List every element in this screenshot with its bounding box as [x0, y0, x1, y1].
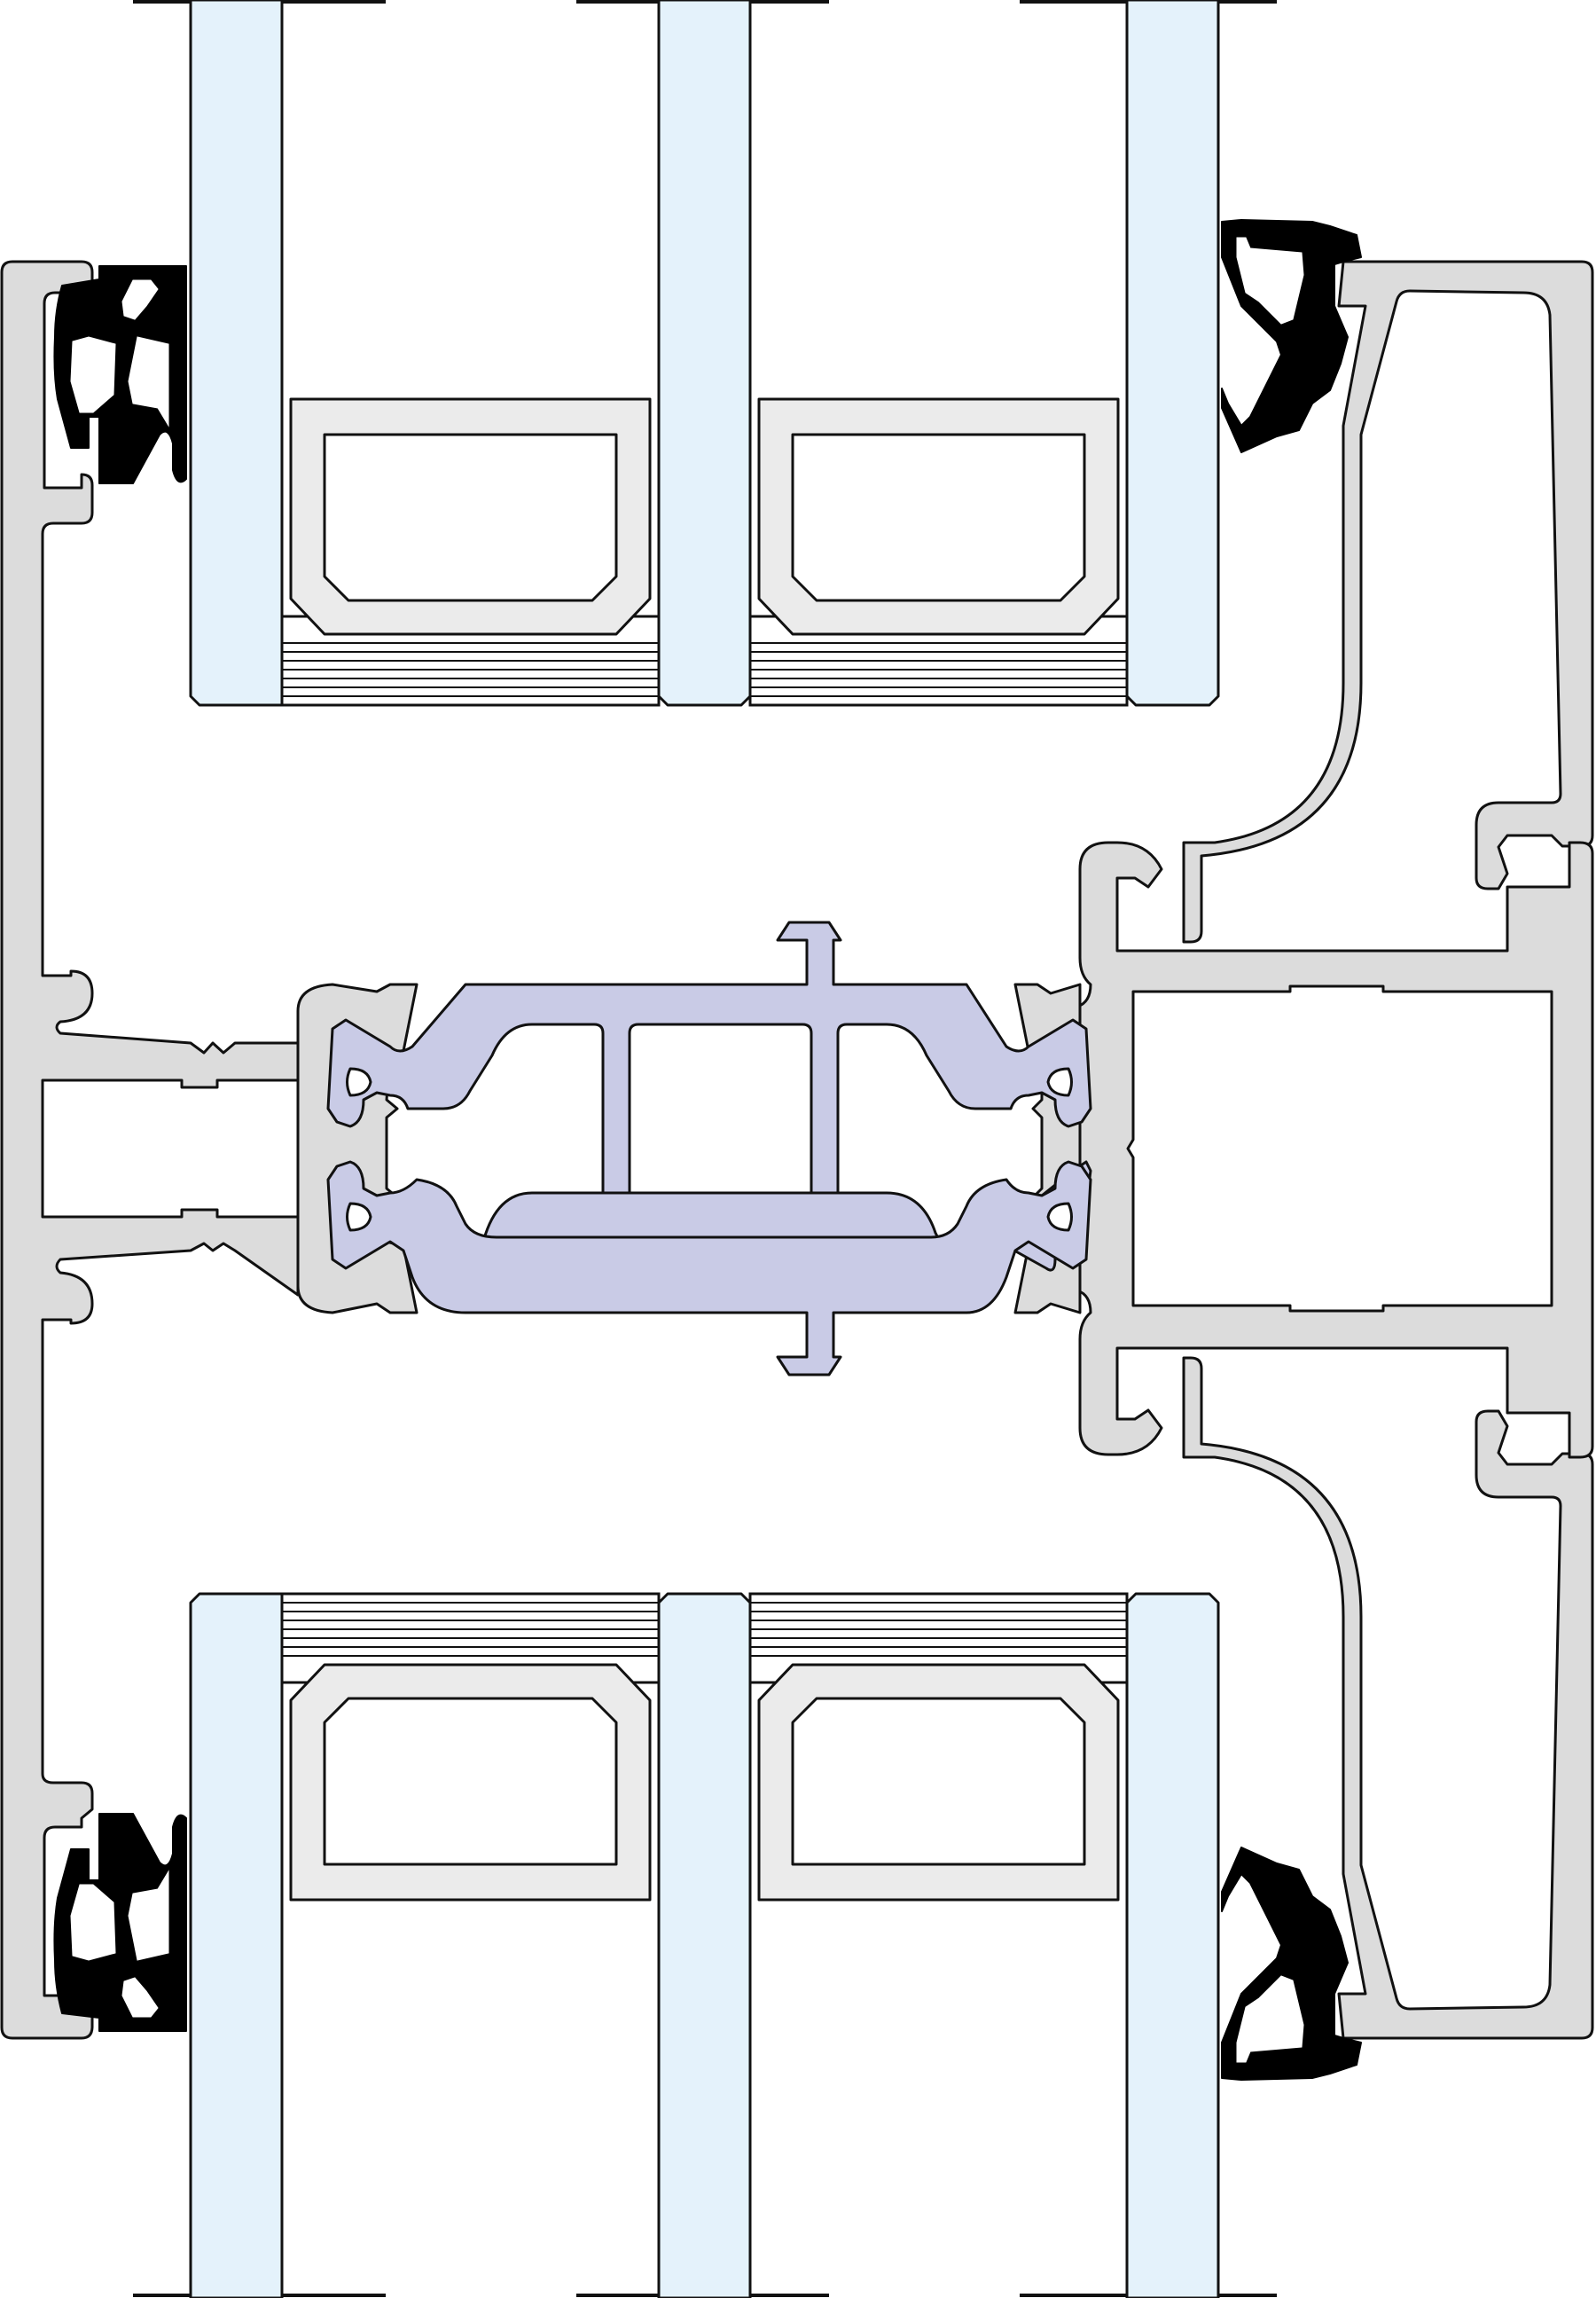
glass-pane-top-1: [189, 0, 284, 707]
right-gaskets: [1221, 219, 1362, 2081]
right-frame-chamber: [1126, 984, 1553, 1313]
right-sash-profiles: [1013, 260, 1594, 2040]
glass-pane-top-2: [657, 0, 752, 707]
clip-hole-right-bottom: [1046, 1202, 1073, 1232]
thermal-break-profile: [326, 921, 1092, 1243]
gasket-top-left: [53, 265, 187, 484]
clip-hole-left-bottom: [346, 1202, 372, 1232]
desiccant-top-left: [323, 433, 618, 602]
desiccant-bottom-right: [791, 1697, 1086, 1866]
gasket-bottom-left: [53, 1813, 187, 2032]
thermal-break: [326, 921, 1092, 1376]
glass-pane-bottom-3: [1125, 1592, 1220, 2298]
clip-hole-right-top: [1046, 1067, 1073, 1097]
seal-lines-bottom-right: [750, 1602, 1127, 1657]
seal-lines-bottom-left: [282, 1602, 659, 1657]
desiccant-top-right: [791, 433, 1086, 602]
left-gaskets: [53, 265, 187, 2032]
clip-hole-left-top: [346, 1067, 372, 1097]
desiccant-bottom-left: [323, 1697, 618, 1866]
glass-pane-bottom-2: [657, 1592, 752, 2298]
spacer-bars-bottom: [280, 1592, 1129, 1902]
glass-pane-top-3: [1125, 0, 1220, 707]
sash-profile-bottom: [1182, 1356, 1594, 2040]
glass-pane-bottom-1: [189, 1592, 284, 2298]
seal-lines-top-left: [282, 642, 659, 697]
thermal-break-profile-lower: [326, 1160, 1092, 1376]
glass-panes: [189, 0, 1220, 2298]
left-frame-chamber: [41, 1078, 300, 1219]
seal-lines-top-right: [750, 642, 1127, 697]
spacer-bars-top: [280, 397, 1129, 707]
sash-profile-top: [1182, 260, 1594, 944]
